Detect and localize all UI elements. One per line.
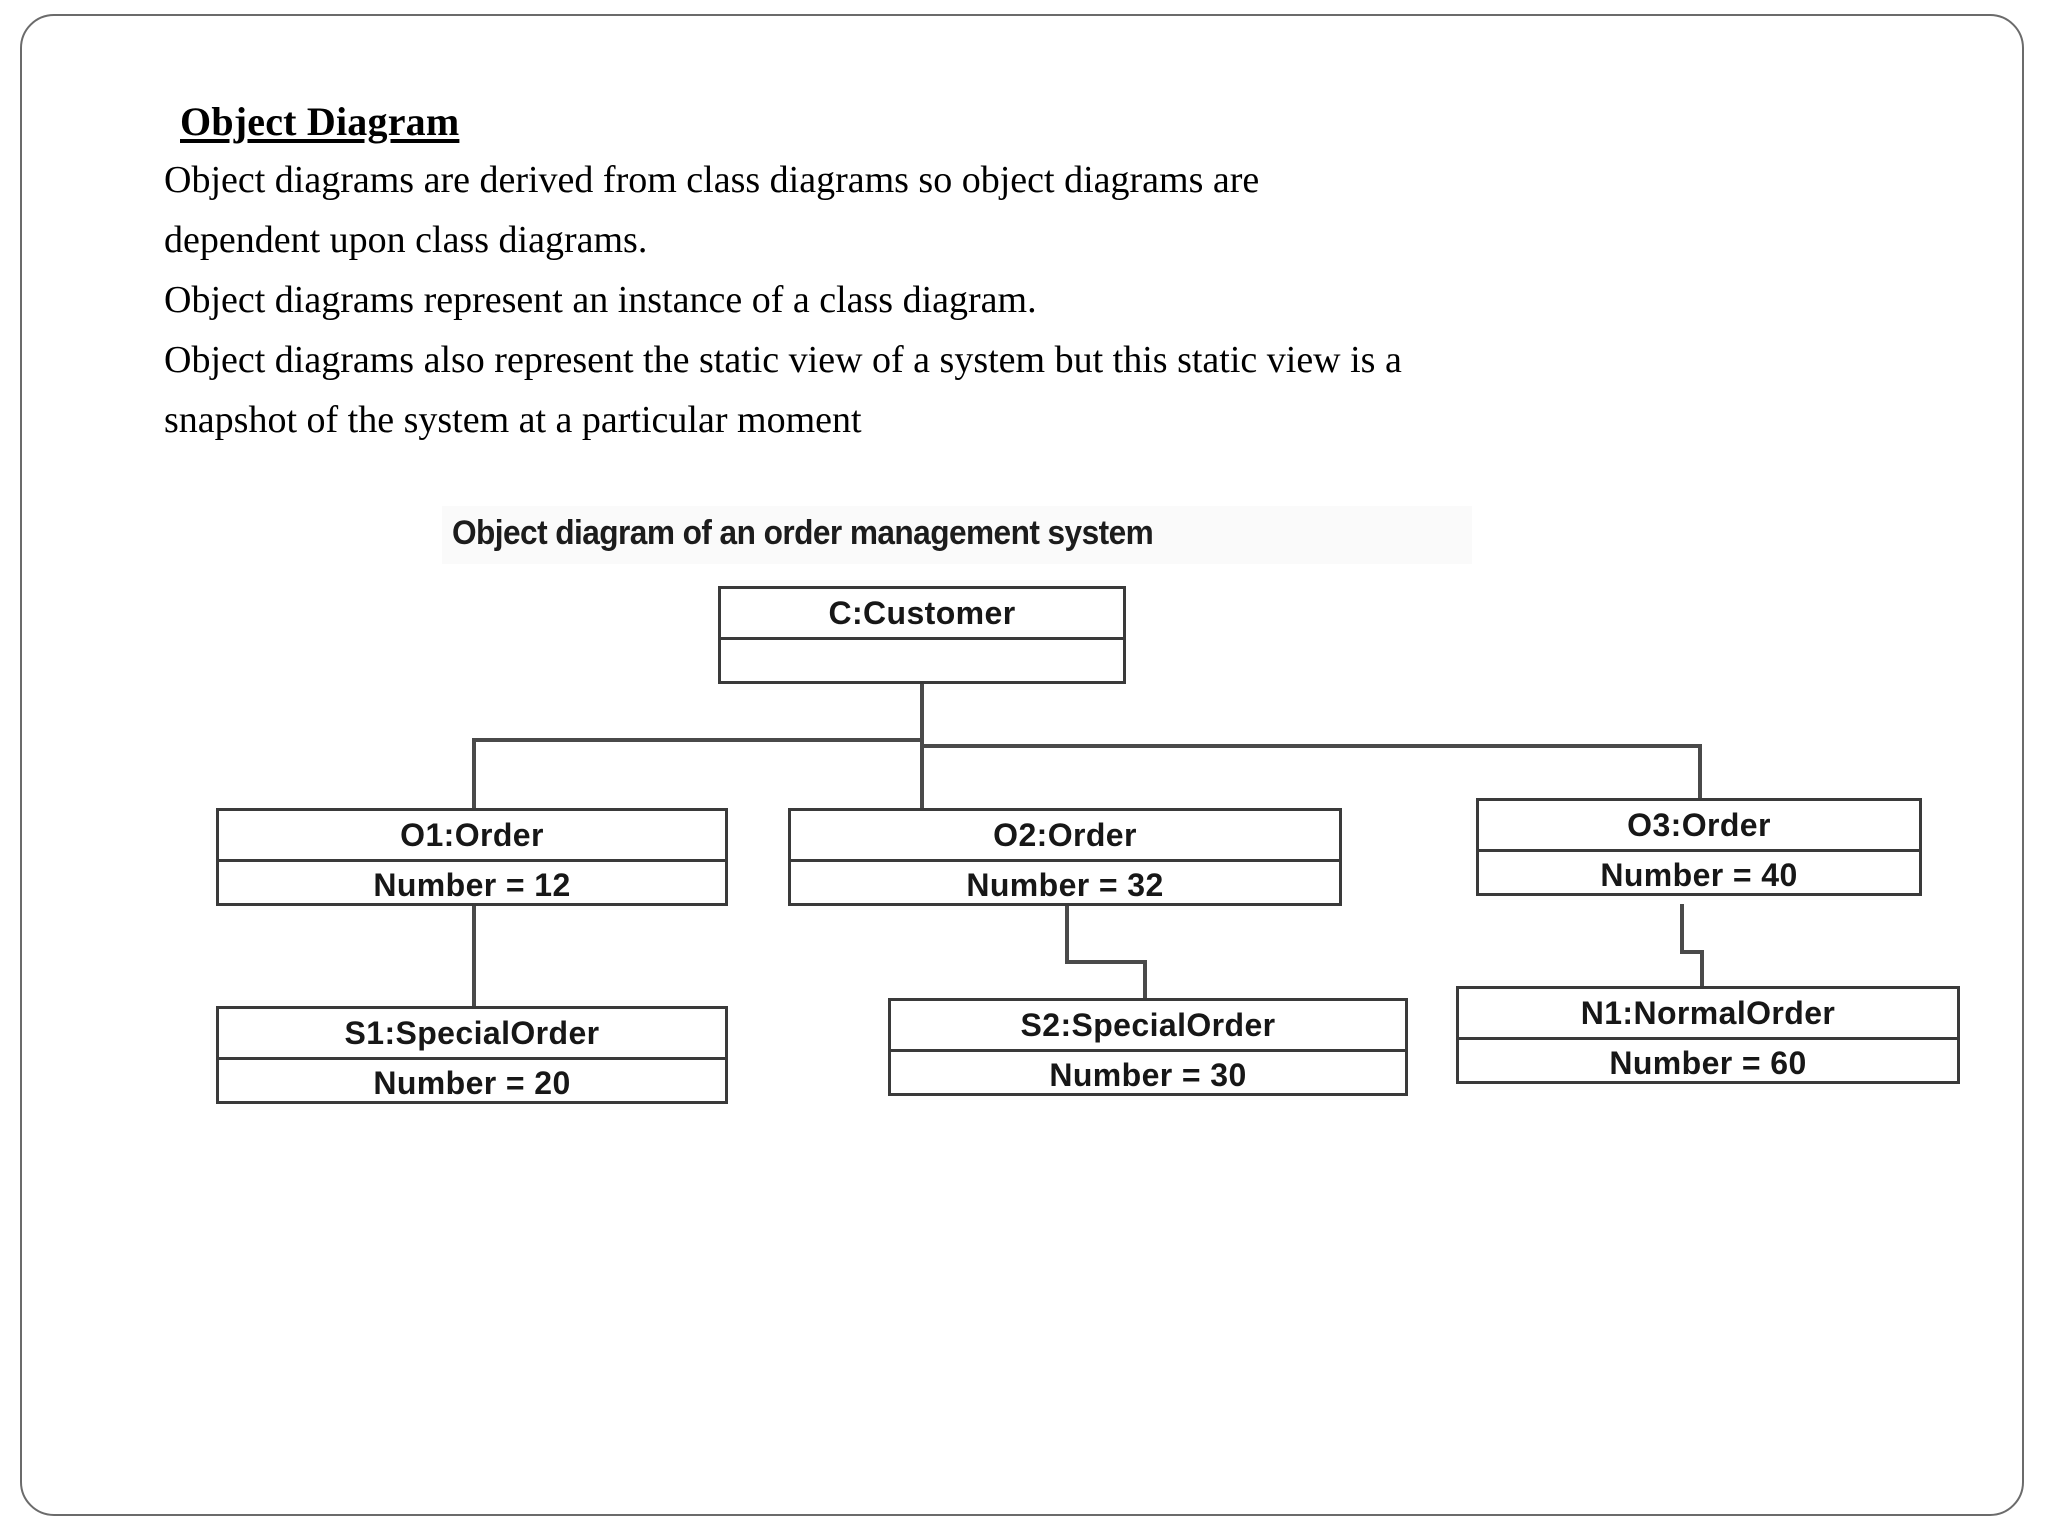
object-node-special2-name: S2:SpecialOrder (891, 1001, 1405, 1052)
object-node-order1-attr: Number = 12 (373, 867, 571, 903)
object-node-special1-name: S1:SpecialOrder (219, 1009, 725, 1060)
link-order2-special2-a (1065, 904, 1069, 962)
link-order2-special2-c (1143, 960, 1147, 1014)
paragraph-line-3: Object diagrams represent an instance of… (164, 279, 1037, 321)
link-order3-normal1-a (1680, 904, 1684, 952)
link-order2-special2-b (1065, 960, 1147, 964)
text-block: Object Diagram Object diagrams are deriv… (164, 96, 1954, 450)
object-node-order3-name: O3:Order (1479, 801, 1919, 852)
paragraph-line-5: snapshot of the system at a particular m… (164, 399, 862, 441)
object-node-order2-name: O2:Order (791, 811, 1339, 862)
object-node-customer-name: C:Customer (721, 589, 1123, 640)
link-customer-stem (920, 682, 924, 744)
paragraph-line-1: Object diagrams are derived from class d… (164, 159, 1260, 201)
object-node-special1-attr: Number = 20 (373, 1065, 571, 1101)
object-node-order3-attr: Number = 40 (1600, 857, 1798, 893)
paragraph-line-4: Object diagrams also represent the stati… (164, 339, 1402, 381)
object-node-special2-attr: Number = 30 (1049, 1057, 1247, 1093)
object-node-order2-attr: Number = 32 (966, 867, 1164, 903)
object-node-order1[interactable]: O1:Order Number = 12 (216, 808, 728, 906)
paragraph-line-2: dependent upon class diagrams. (164, 219, 648, 261)
slide-frame: Object Diagram Object diagrams are deriv… (20, 14, 2024, 1516)
link-order1-special1 (472, 904, 476, 1014)
page-title: Object Diagram (180, 99, 460, 144)
link-order3-normal1-c (1700, 950, 1704, 1014)
object-node-special1[interactable]: S1:SpecialOrder Number = 20 (216, 1006, 728, 1104)
link-customer-order3-bus (920, 744, 1702, 748)
link-customer-order1-drop (472, 738, 476, 868)
object-node-customer[interactable]: C:Customer (718, 586, 1126, 684)
object-node-order2[interactable]: O2:Order Number = 32 (788, 808, 1342, 906)
object-node-order3[interactable]: O3:Order Number = 40 (1476, 798, 1922, 896)
object-node-normal1-attr: Number = 60 (1609, 1045, 1807, 1081)
figure-title: Object diagram of an order management sy… (452, 514, 1154, 552)
object-node-special2[interactable]: S2:SpecialOrder Number = 30 (888, 998, 1408, 1096)
link-customer-order2-drop (920, 738, 924, 868)
object-node-normal1-name: N1:NormalOrder (1459, 989, 1957, 1040)
object-node-normal1[interactable]: N1:NormalOrder Number = 60 (1456, 986, 1960, 1084)
object-diagram-figure: Object diagram of an order management sy… (22, 486, 2026, 1126)
object-node-customer-attr (721, 640, 1123, 687)
link-order3-normal1-b (1680, 950, 1704, 954)
page-title-wrap: Object Diagram (164, 96, 1954, 150)
link-customer-order1-bus (472, 738, 924, 742)
object-node-order1-name: O1:Order (219, 811, 725, 862)
